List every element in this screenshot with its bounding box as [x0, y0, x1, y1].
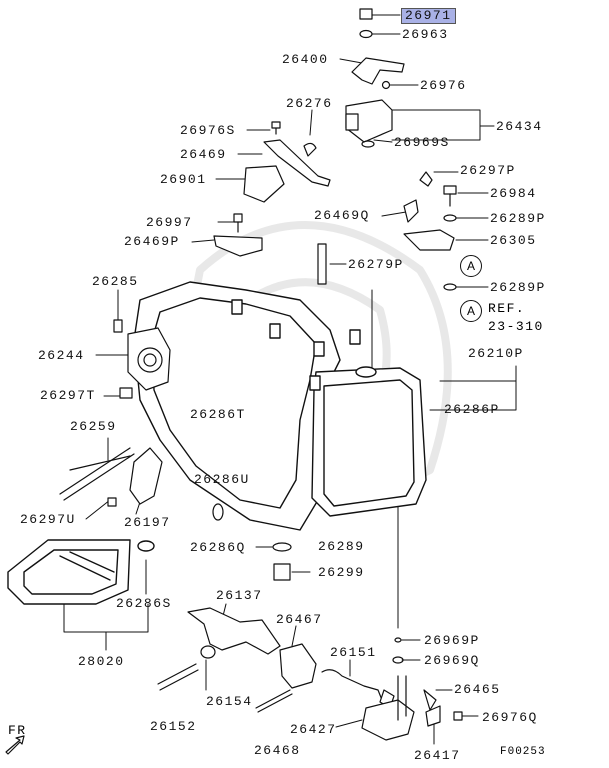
part-label-26297t: 26297T: [40, 388, 96, 403]
oil-pan: [7, 539, 155, 605]
part-label-26276: 26276: [286, 96, 333, 111]
part-label-26289: 26289: [318, 539, 365, 554]
part-label-26963: 26963: [402, 27, 449, 42]
part-label-26465: 26465: [454, 682, 501, 697]
part-label-26468: 26468: [254, 743, 301, 758]
part-label-26151: 26151: [330, 645, 377, 660]
figure-id: F00253: [500, 746, 546, 758]
part-label-26305: 26305: [490, 233, 537, 248]
part-label-26289p-lower: 26289P: [490, 280, 546, 295]
part-label-26434: 26434: [496, 119, 543, 134]
part-label-26976s: 26976S: [180, 123, 236, 138]
part-label-26469q: 26469Q: [314, 208, 370, 223]
callout-a-upper: A: [460, 255, 482, 277]
adapter-plate: [59, 327, 292, 581]
part-label-26285: 26285: [92, 274, 139, 289]
part-label-26286u: 26286U: [194, 472, 250, 487]
part-label-26286p: 26286P: [444, 402, 500, 417]
part-label-26289p-upper: 26289P: [490, 211, 546, 226]
part-label-26152: 26152: [150, 719, 197, 734]
part-label-26976q: 26976Q: [482, 710, 538, 725]
front-direction-label: FR: [8, 723, 27, 738]
ref-prefix: REF.: [488, 301, 526, 316]
ref-page: 23-310: [488, 319, 544, 334]
part-label-26997: 26997: [146, 215, 193, 230]
selector-parts: [113, 8, 457, 333]
part-label-26976: 26976: [420, 78, 467, 93]
part-label-26469p: 26469P: [124, 234, 180, 249]
part-label-26400: 26400: [282, 52, 329, 67]
part-label-26259: 26259: [70, 419, 117, 434]
part-label-26154: 26154: [206, 694, 253, 709]
part-label-26197: 26197: [124, 515, 171, 530]
part-label-28020: 28020: [78, 654, 125, 669]
part-label-26984: 26984: [490, 186, 537, 201]
part-label-26969q: 26969Q: [424, 653, 480, 668]
part-label-26971: 26971: [401, 8, 456, 24]
part-label-26467: 26467: [276, 612, 323, 627]
part-label-26279p: 26279P: [348, 257, 404, 272]
part-label-26297u: 26297U: [20, 512, 76, 527]
part-label-26417: 26417: [414, 748, 461, 763]
part-label-26137: 26137: [216, 588, 263, 603]
part-label-26969s: 26969S: [394, 135, 450, 150]
part-label-26427: 26427: [290, 722, 337, 737]
front-direction-arrow: [5, 735, 25, 755]
part-label-26299: 26299: [318, 565, 365, 580]
part-label-26969p: 26969P: [424, 633, 480, 648]
lower-linkage: [157, 607, 463, 741]
part-label-26901: 26901: [160, 172, 207, 187]
part-label-26210p: 26210P: [468, 346, 524, 361]
part-label-26286t: 26286T: [190, 407, 246, 422]
part-label-26286q: 26286Q: [190, 540, 246, 555]
transmission-case: [133, 281, 427, 531]
callout-a-ref: A: [460, 300, 482, 322]
part-label-26244: 26244: [38, 348, 85, 363]
part-label-26469: 26469: [180, 147, 227, 162]
part-label-26297p: 26297P: [460, 163, 516, 178]
part-label-26286s: 26286S: [116, 596, 172, 611]
